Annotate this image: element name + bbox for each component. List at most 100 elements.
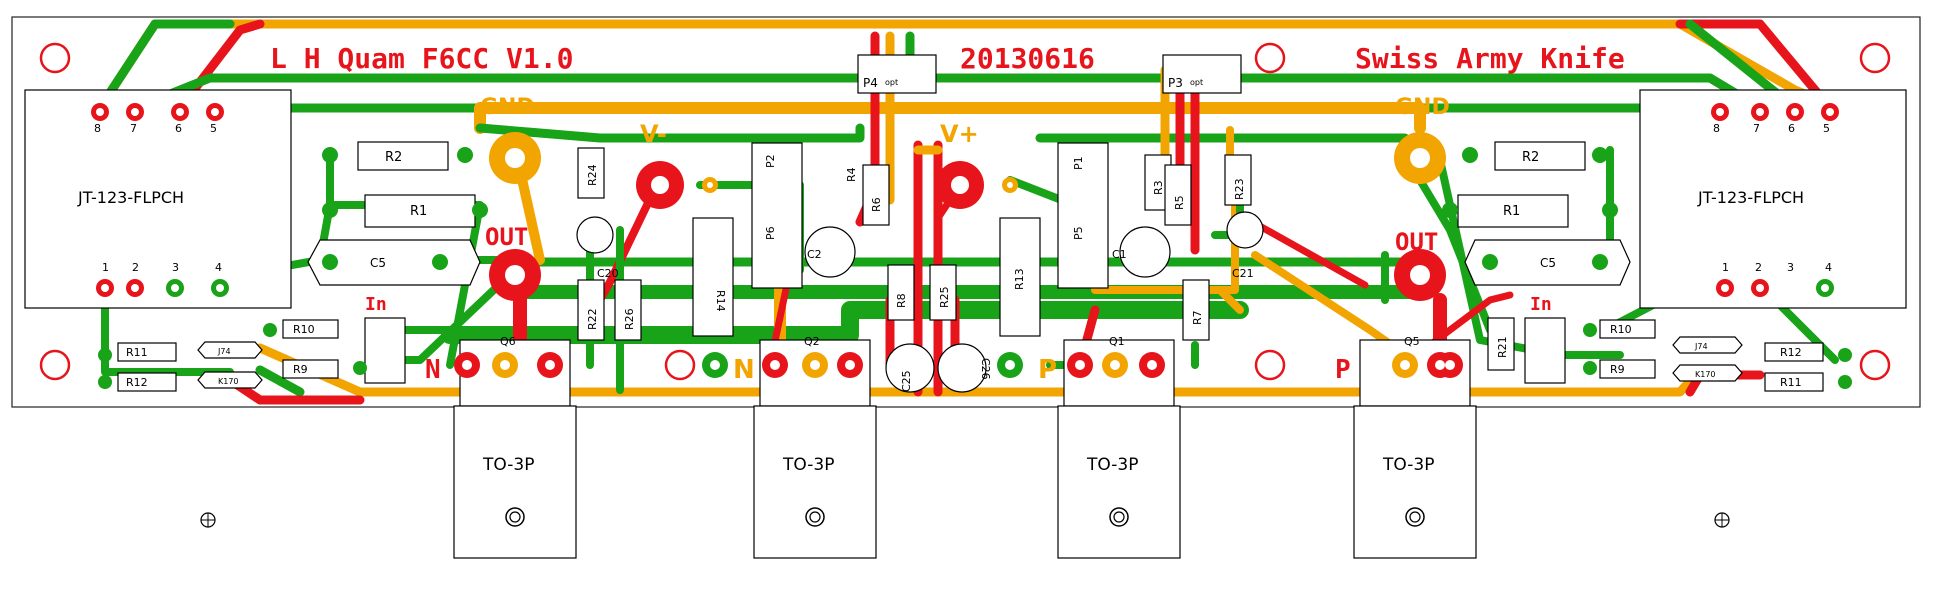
ref-r25: R25 (938, 286, 951, 308)
ref-r6: R6 (870, 197, 883, 212)
ref-q1: Q1 (1109, 335, 1125, 348)
large-pads (489, 132, 1446, 301)
gnd-right-label: GND (1395, 95, 1450, 120)
ref-p2: P2 (764, 154, 777, 168)
ref-c25: C25 (900, 370, 913, 392)
n-center-label: N (733, 355, 755, 385)
ref-c5: C5 (1540, 256, 1556, 270)
ref-r11: R11 (126, 346, 148, 359)
p-center-label: P (1038, 355, 1057, 385)
corner-holes (39, 42, 1891, 381)
ref-r5: R5 (1173, 195, 1186, 210)
ref-r2: R2 (1522, 150, 1539, 165)
ref-c5: C5 (370, 256, 386, 270)
ref-r10: R10 (1610, 323, 1632, 336)
ref-r23: R23 (1233, 178, 1246, 200)
p3-label: P3 (1168, 76, 1183, 90)
ref-j74: J74 (217, 347, 231, 356)
ref-r2: R2 (385, 150, 402, 165)
pin-label: 2 (1755, 261, 1762, 274)
traces (95, 19, 1845, 405)
pin-label: 1 (1722, 261, 1729, 274)
ref-q5: Q5 (1404, 335, 1420, 348)
ref-p1: P1 (1072, 156, 1085, 170)
ref-c21: C21 (1232, 267, 1254, 280)
ref-k170: K170 (218, 377, 239, 386)
ref-r26: R26 (623, 308, 636, 330)
ref-j74: J74 (1694, 342, 1708, 351)
ref-k170: K170 (1695, 370, 1716, 379)
p-right-label: P (1335, 355, 1351, 385)
ref-r7: R7 (1191, 310, 1204, 325)
ref-r12: R12 (1780, 346, 1802, 359)
header-date: 20130616 (960, 42, 1095, 75)
pin-label: 7 (130, 122, 137, 135)
to3p-1-body (453, 405, 577, 559)
ref-c20: C20 (597, 267, 619, 280)
connector-left (24, 89, 292, 309)
connector-labels: JT-123-FLPCH JT-123-FLPCH 8 7 6 5 8 7 6 … (77, 76, 1832, 274)
ref-p6: P6 (764, 226, 777, 240)
ref-r11: R11 (1780, 376, 1802, 389)
ref-r14: R14 (714, 290, 727, 312)
ref-r1: R1 (1503, 204, 1520, 219)
pin-label: 3 (172, 261, 179, 274)
ref-r22: R22 (586, 308, 599, 330)
out-right-label: OUT (1395, 228, 1438, 256)
ref-r13: R13 (1013, 268, 1026, 290)
opt-label: opt (885, 78, 898, 87)
mounting-holes (200, 507, 1730, 528)
opt-label: opt (1190, 78, 1203, 87)
ref-r21: R21 (1496, 336, 1509, 358)
to3p-2-body (753, 405, 877, 559)
ref-c1: C1 (1112, 248, 1127, 261)
to3p-3-body (1057, 405, 1181, 559)
n-left-label: N (425, 355, 441, 385)
ref-q2: Q2 (804, 335, 820, 348)
header-left: L H Quam F6CC V1.0 (270, 42, 573, 75)
ref-r9: R9 (1610, 363, 1625, 376)
pin-label: 4 (1825, 261, 1832, 274)
ref-q6: Q6 (500, 335, 516, 348)
header-right: Swiss Army Knife (1355, 42, 1625, 75)
connector-left-label: JT-123-FLPCH (77, 188, 184, 207)
p4-label: P4 (863, 76, 878, 90)
ref-r4: R4 (845, 167, 858, 182)
in-left-label: In (365, 294, 387, 315)
ref-r24: R24 (586, 164, 599, 186)
header-text: L H Quam F6CC V1.0 20130616 Swiss Army K… (270, 42, 1625, 75)
to3p-label: TO-3P (1086, 455, 1138, 475)
gnd-left-label: GND (480, 95, 535, 120)
ref-r9: R9 (293, 363, 308, 376)
to3p-label: TO-3P (482, 455, 534, 475)
ref-r3: R3 (1152, 180, 1165, 195)
out-left-label: OUT (485, 223, 528, 251)
to3p-4-body (1353, 405, 1477, 559)
ref-c2: C2 (807, 248, 822, 261)
connector-right (1639, 89, 1907, 309)
ref-c26: C26 (979, 358, 992, 380)
pin-label: 6 (1788, 122, 1795, 135)
ref-p5: P5 (1072, 226, 1085, 240)
vplus-label: V+ (940, 120, 979, 148)
small-pads (91, 103, 1852, 389)
to3p-label: TO-3P (782, 455, 834, 475)
ref-r8: R8 (895, 293, 908, 308)
connector-right-label: JT-123-FLPCH (1697, 188, 1804, 207)
pin-label: 1 (102, 261, 109, 274)
pin-label: 8 (1713, 122, 1720, 135)
pin-label: 7 (1753, 122, 1760, 135)
ref-r12: R12 (126, 376, 148, 389)
ref-r1: R1 (410, 204, 427, 219)
net-labels: GND GND V- V+ OUT OUT In In N N P P (365, 95, 1552, 385)
pin-label: 8 (94, 122, 101, 135)
board-outline (11, 16, 1921, 408)
pin-label: 5 (210, 122, 217, 135)
pin-label: 2 (132, 261, 139, 274)
pin-label: 6 (175, 122, 182, 135)
reference-designators: R2 R1 R2 R1 C5 C5 R10 R10 R9 R9 R11 R12 … (126, 150, 1802, 392)
to3p-label: TO-3P (1382, 455, 1434, 475)
package-labels: TO-3P TO-3P TO-3P TO-3P (482, 455, 1434, 475)
vminus-label: V- (640, 120, 667, 148)
